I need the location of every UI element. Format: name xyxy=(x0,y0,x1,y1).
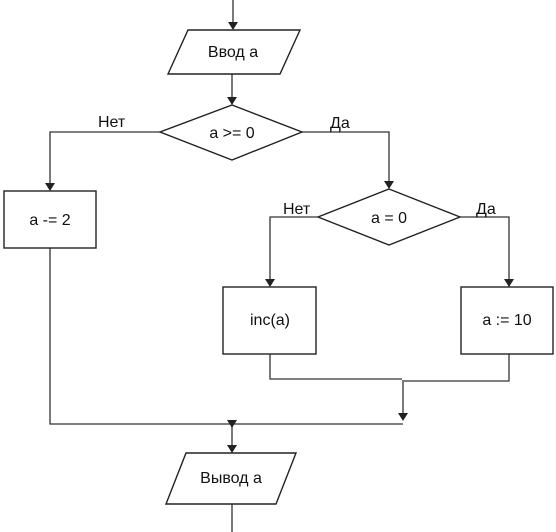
arrowhead-merge xyxy=(227,420,237,428)
arrowhead-cond2 xyxy=(384,181,394,189)
arrowhead-assign xyxy=(504,279,514,287)
assign-label: a := 10 xyxy=(482,312,531,329)
condition-1-label: a >= 0 xyxy=(209,125,254,142)
edge-cond2-no xyxy=(269,216,318,286)
edge-assign-down xyxy=(404,354,510,382)
arrowhead-output xyxy=(227,445,237,453)
assign-box xyxy=(460,286,554,355)
arrowheads xyxy=(45,22,514,453)
edge-cond2-yes xyxy=(460,216,510,286)
connectors xyxy=(49,0,510,532)
subtract-box xyxy=(3,190,97,249)
arrowhead-inc xyxy=(265,279,275,287)
edge-sub-down xyxy=(49,248,232,425)
arrowhead-merge-inner xyxy=(398,413,408,421)
increment-box xyxy=(222,286,317,355)
condition-2-yes-label: Да xyxy=(476,201,496,218)
increment-label: inc(a) xyxy=(250,312,290,329)
condition-1-no-label: Нет xyxy=(98,114,126,131)
condition-1-yes-label: Да xyxy=(330,115,350,132)
edge-inc-down xyxy=(269,354,402,380)
output-parallelogram xyxy=(164,452,298,505)
edge-cond1-yes xyxy=(302,131,390,188)
input-parallelogram xyxy=(166,29,302,75)
input-label: Ввод a xyxy=(208,44,258,61)
edge-cond1-no xyxy=(49,131,160,190)
condition-2-no-label: Нет xyxy=(283,201,311,218)
condition-diamond-2 xyxy=(316,188,462,246)
output-label: Вывод a xyxy=(200,470,262,487)
condition-diamond-1 xyxy=(158,104,304,161)
arrowhead-sub xyxy=(45,183,55,191)
arrowhead-cond1 xyxy=(227,97,237,105)
subtract-label: a -= 2 xyxy=(29,212,70,229)
condition-2-label: a = 0 xyxy=(371,210,407,227)
arrowhead-input xyxy=(228,22,238,30)
